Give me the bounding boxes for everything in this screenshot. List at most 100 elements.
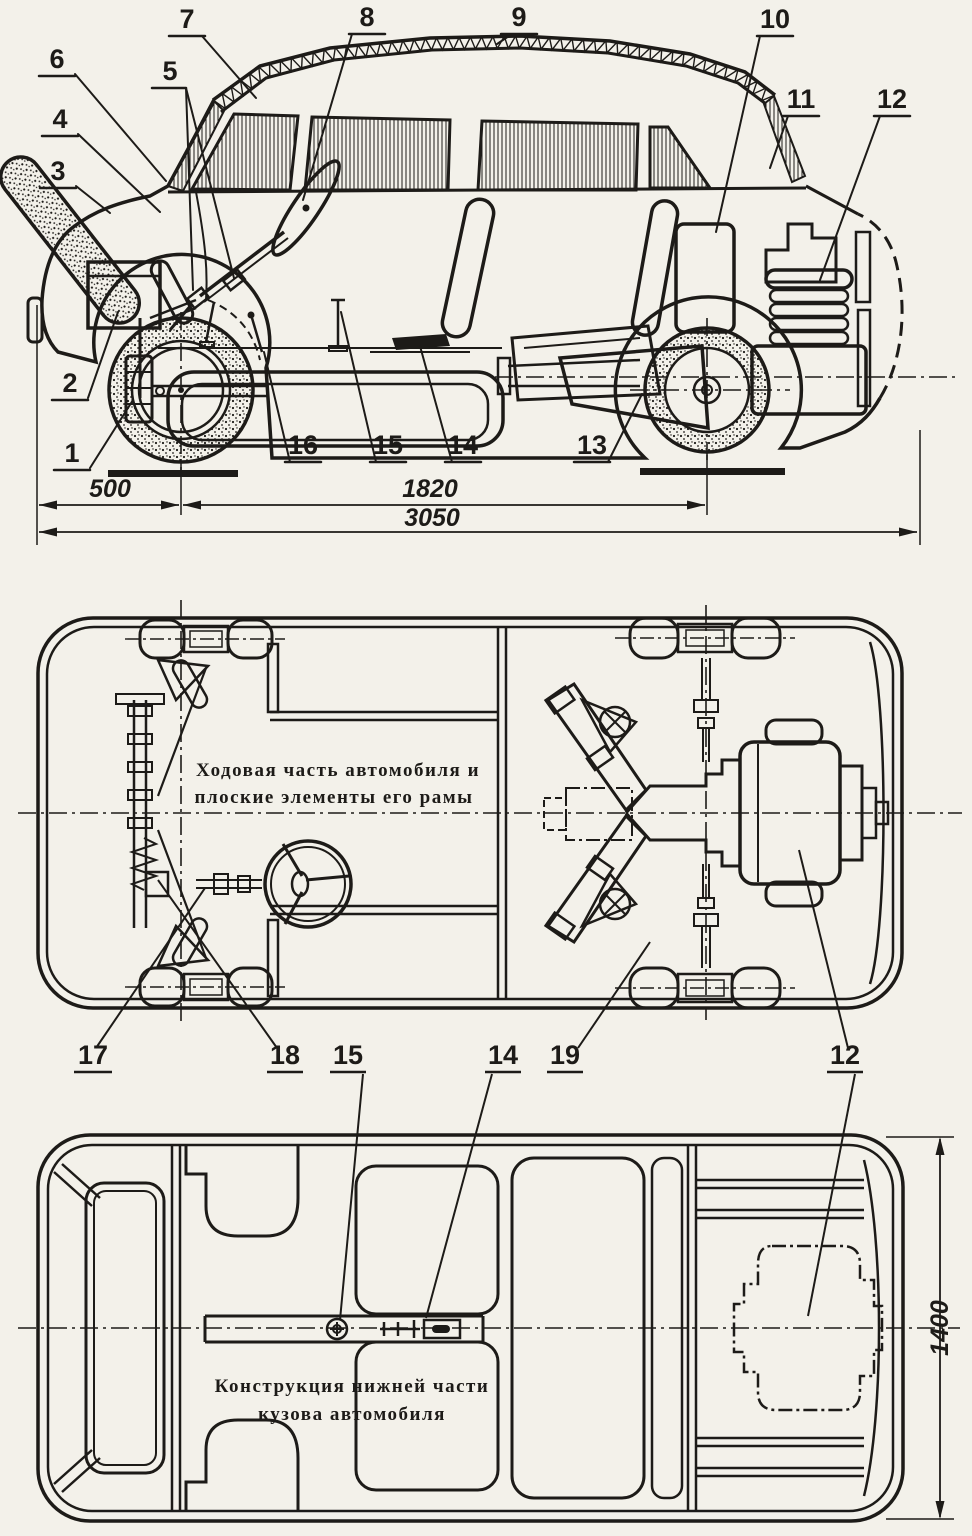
svg-text:7: 7 xyxy=(179,4,194,34)
rear-seat xyxy=(510,199,680,402)
front-bulkhead xyxy=(170,1145,182,1511)
jack-under-seat xyxy=(392,334,450,350)
callout-4: 4 xyxy=(40,104,161,213)
svg-text:4: 4 xyxy=(52,104,67,134)
frame-rails xyxy=(266,627,508,999)
coil-spring xyxy=(128,837,160,891)
dimension-lines-side: 500 1820 3050 xyxy=(36,305,921,545)
plan-view-callouts: 17 18 15 14 19 12 xyxy=(74,849,863,1321)
svg-text:кузова автомобиля: кузова автомобиля xyxy=(258,1404,446,1425)
a-pillar-band xyxy=(166,98,226,193)
jack-lever xyxy=(328,298,348,352)
dim-front-overhang: 500 xyxy=(89,475,131,503)
callout-14b: 14 xyxy=(425,1040,521,1319)
front-trunk-panel xyxy=(53,1163,166,1493)
engine-bay-floor xyxy=(686,1145,884,1511)
brake-linkage xyxy=(380,1318,462,1340)
svg-text:плоские элементы его рамы: плоские элементы его рамы xyxy=(195,787,474,808)
callout-6: 6 xyxy=(37,44,167,182)
side-window-front xyxy=(303,115,452,192)
svg-text:14: 14 xyxy=(488,1040,518,1070)
svg-text:8: 8 xyxy=(359,2,374,32)
svg-text:10: 10 xyxy=(760,4,790,34)
spare-location-dashed xyxy=(565,787,633,841)
svg-text:2: 2 xyxy=(62,368,77,398)
svg-text:Ходовая часть автомобиля и: Ходовая часть автомобиля и xyxy=(196,760,480,781)
battery-box xyxy=(86,260,162,330)
front-wheel-arches xyxy=(184,1145,300,1511)
chassis-plan-view: Ходовая часть автомобиля и плоские элеме… xyxy=(18,600,962,1321)
width-dimension: 1400 xyxy=(886,1136,954,1520)
front-axle-plan xyxy=(125,618,285,1008)
callout-1: 1 xyxy=(52,399,134,472)
ground-line xyxy=(108,468,785,477)
svg-text:17: 17 xyxy=(78,1040,108,1070)
svg-text:19: 19 xyxy=(550,1040,580,1070)
callout-17: 17 xyxy=(74,887,206,1074)
callout-7: 7 xyxy=(167,4,257,99)
svg-text:15: 15 xyxy=(373,430,403,460)
svg-text:12: 12 xyxy=(830,1040,860,1070)
roof-lattice-band xyxy=(211,34,777,114)
cylinder-fins xyxy=(768,288,850,304)
front-seat xyxy=(166,197,505,448)
side-view-callouts: 1 2 3 4 5 6 7 8 9 10 11 12 13 14 15 16 xyxy=(37,2,912,472)
c-pillar-band xyxy=(762,94,807,184)
engine-outline-dashed xyxy=(732,1244,884,1412)
front-wheel xyxy=(107,312,255,470)
svg-text:6: 6 xyxy=(49,44,64,74)
svg-text:14: 14 xyxy=(448,430,478,460)
spare-tire xyxy=(0,155,142,325)
chassis-caption: Ходовая часть автомобиля и плоские элеме… xyxy=(195,760,480,808)
callout-8: 8 xyxy=(302,2,387,201)
quarter-window xyxy=(648,125,713,190)
rear-wheel xyxy=(630,318,790,462)
callout-18: 18 xyxy=(157,879,303,1074)
floor-panels xyxy=(354,1156,684,1500)
callout-3: 3 xyxy=(38,156,111,214)
torque-tube xyxy=(495,356,958,396)
rear-swing-arm xyxy=(557,344,710,431)
svg-text:9: 9 xyxy=(511,2,526,32)
front-suspension-plan xyxy=(115,658,211,968)
dim-wheelbase: 1820 xyxy=(402,475,458,503)
callout-15b: 15 xyxy=(330,1040,366,1321)
svg-text:11: 11 xyxy=(787,84,816,114)
gear-lever xyxy=(247,311,264,353)
steering-plan xyxy=(144,839,353,929)
steering-wheel-side xyxy=(168,159,341,348)
callout-13: 13 xyxy=(572,393,643,464)
dim-overall-length: 3050 xyxy=(404,504,460,532)
svg-text:15: 15 xyxy=(333,1040,363,1070)
svg-text:3: 3 xyxy=(50,156,65,186)
side-window-rear xyxy=(476,119,640,192)
svg-text:18: 18 xyxy=(270,1040,300,1070)
side-elevation-view: 500 1820 3050 1 2 3 4 5 6 7 8 9 10 11 12… xyxy=(0,2,958,545)
svg-text:1: 1 xyxy=(64,438,79,468)
transaxle-engine-plan xyxy=(624,718,890,908)
callout-12: 12 xyxy=(819,84,912,281)
callout-12b: 12 xyxy=(798,849,863,1317)
dim-overall-width: 1400 xyxy=(926,1300,954,1356)
svg-text:5: 5 xyxy=(162,56,177,86)
fuel-tank xyxy=(674,222,736,334)
floorpan-view: 1400 Конструкция нижней части кузова авт… xyxy=(18,1133,960,1523)
floor-caption: Конструкция нижней части кузова автомоби… xyxy=(215,1376,490,1425)
callout-2: 2 xyxy=(50,311,119,402)
handbrake-pivot xyxy=(325,1317,349,1341)
callout-19: 19 xyxy=(547,941,651,1074)
callout-11: 11 xyxy=(769,84,821,169)
callout-14: 14 xyxy=(419,345,483,464)
svg-text:Конструкция нижней части: Конструкция нижней части xyxy=(215,1376,490,1397)
rear-axle-plan xyxy=(615,616,795,1010)
callout-10: 10 xyxy=(715,4,795,233)
central-tunnel xyxy=(203,1314,485,1344)
svg-text:13: 13 xyxy=(577,430,607,460)
svg-text:16: 16 xyxy=(288,430,318,460)
svg-text:12: 12 xyxy=(877,84,907,114)
callout-15: 15 xyxy=(340,311,408,464)
callout-16: 16 xyxy=(263,351,323,464)
callout-5: 5 xyxy=(150,56,235,291)
